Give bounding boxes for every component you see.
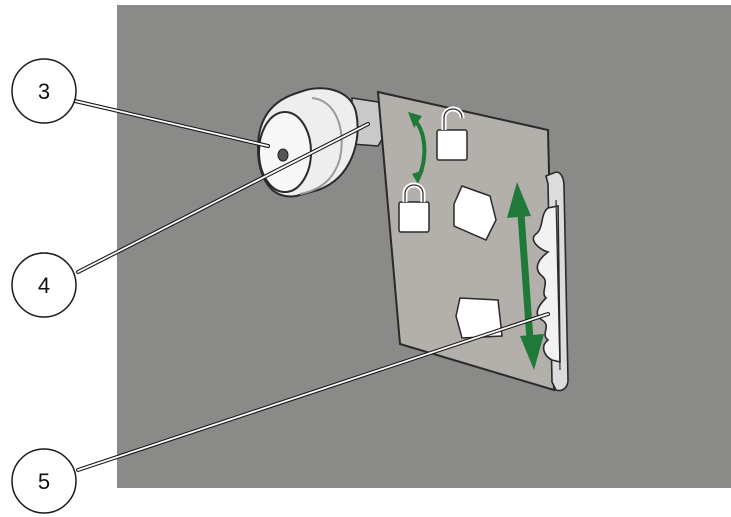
lock-open-icon xyxy=(436,106,468,161)
guide-slider xyxy=(532,205,561,364)
callout-label: 4 xyxy=(38,273,50,298)
callout-4: 4 xyxy=(11,252,77,318)
callout-3: 3 xyxy=(11,58,77,124)
adjustable-guide xyxy=(507,171,569,392)
vertical-adjust-arrow-head-bottom xyxy=(520,334,544,370)
guide-slider-edge xyxy=(555,199,561,371)
rotate-arrow-head-bottom xyxy=(412,170,424,184)
roller-rim xyxy=(299,97,343,195)
callout-5: 5 xyxy=(11,448,77,514)
vertical-adjust-arrow-head-top xyxy=(507,182,531,218)
rotate-arrow-head-top xyxy=(408,112,422,128)
roller-hole xyxy=(277,148,289,162)
leader-lines xyxy=(73,99,550,472)
callout-label: 5 xyxy=(38,469,50,494)
lock-closed-icon xyxy=(398,182,430,233)
callout-label: 3 xyxy=(38,79,50,104)
media-icon xyxy=(453,185,497,241)
guide-plate-assembly xyxy=(376,90,556,392)
